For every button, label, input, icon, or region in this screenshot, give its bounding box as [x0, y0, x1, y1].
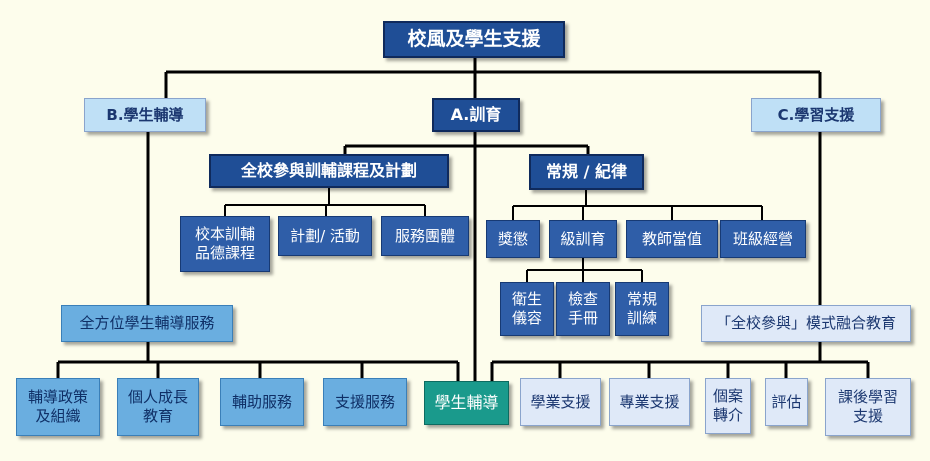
- all-round-guidance-node: 全方位學生輔導服務: [61, 305, 233, 342]
- level-discipline-node: 級訓育: [549, 220, 617, 258]
- service-groups-node: 服務團體: [381, 216, 469, 256]
- moral-curriculum-node: 校本訓輔 品德課程: [180, 216, 270, 272]
- branch-a-discipline: A.訓育: [432, 98, 520, 132]
- auxiliary-services-node: 輔助服務: [220, 378, 304, 426]
- branch-c-learning-support: C.學習支援: [751, 98, 881, 132]
- rules-discipline-node: 常規 / 紀律: [529, 154, 644, 190]
- whole-school-program-node: 全校參與訓輔課程及計劃: [209, 154, 449, 188]
- routine-training-node: 常規 訓練: [615, 282, 669, 336]
- plans-activities-node: 計劃/ 活動: [278, 216, 372, 256]
- handbook-check-node: 檢查 手冊: [556, 282, 610, 336]
- assessment-node: 評估: [765, 378, 808, 426]
- class-management-node: 班級經營: [720, 220, 806, 258]
- personal-growth-node: 個人成長 教育: [117, 378, 199, 436]
- guidance-policy-node: 輔導政策 及組織: [16, 378, 100, 436]
- professional-support-node: 專業支援: [609, 378, 690, 426]
- shared-student-guidance-node: 學生輔導: [424, 381, 509, 425]
- hygiene-appearance-node: 衛生 儀容: [500, 282, 554, 336]
- after-school-support-node: 課後學習 支援: [825, 378, 911, 436]
- integrated-education-node: 「全校參與」模式融合教育: [701, 305, 911, 342]
- case-referral-node: 個案 轉介: [705, 378, 751, 434]
- root-node: 校風及學生支援: [383, 21, 565, 58]
- academic-support-node: 學業支援: [520, 378, 601, 426]
- rewards-punishment-node: 獎懲: [486, 220, 540, 258]
- teacher-duty-node: 教師當值: [626, 220, 718, 258]
- support-services-node: 支援服務: [323, 378, 407, 426]
- branch-b-student-guidance: B.學生輔導: [84, 98, 206, 132]
